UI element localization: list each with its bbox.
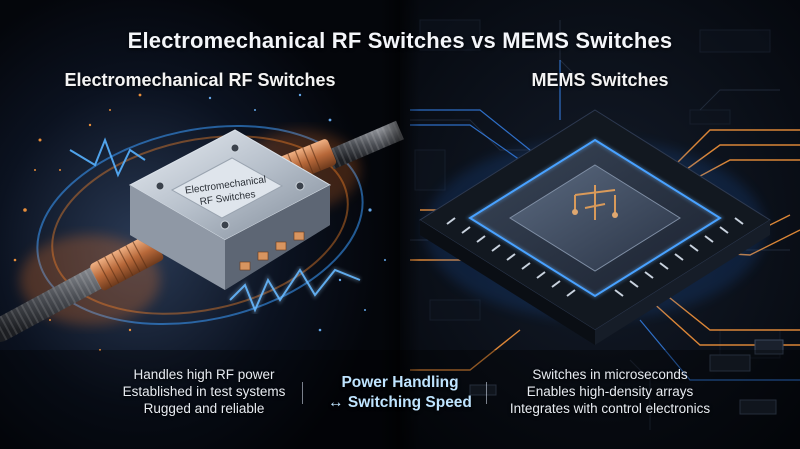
right-separator (486, 382, 487, 404)
rf-switch-box: Electromechanical RF Switches (128, 129, 332, 290)
left-benefit-item: Handles high RF power (133, 367, 275, 382)
right-benefit-item: Integrates with control electronics (509, 401, 711, 416)
left-benefit-item: Rugged and reliable (143, 401, 265, 416)
right-benefit-item: Switches in microseconds (532, 367, 688, 382)
left-separator (302, 382, 303, 404)
right-benefit-item: Enables high-density arrays (526, 384, 694, 399)
left-heading: Electromechanical RF Switches (64, 70, 336, 90)
center-caption-line2: ↔ Switching Speed (328, 394, 472, 411)
page-title: Electromechanical RF Switches vs MEMS Sw… (127, 28, 673, 53)
mems-chip (419, 109, 771, 345)
left-benefit-item: Established in test systems (122, 384, 286, 399)
right-benefits-list: Switches in microseconds Enables high-de… (480, 366, 740, 417)
center-caption-line1: Power Handling (341, 374, 459, 391)
left-benefits-list: Handles high RF power Established in tes… (74, 366, 334, 417)
right-heading: MEMS Switches (531, 70, 669, 90)
